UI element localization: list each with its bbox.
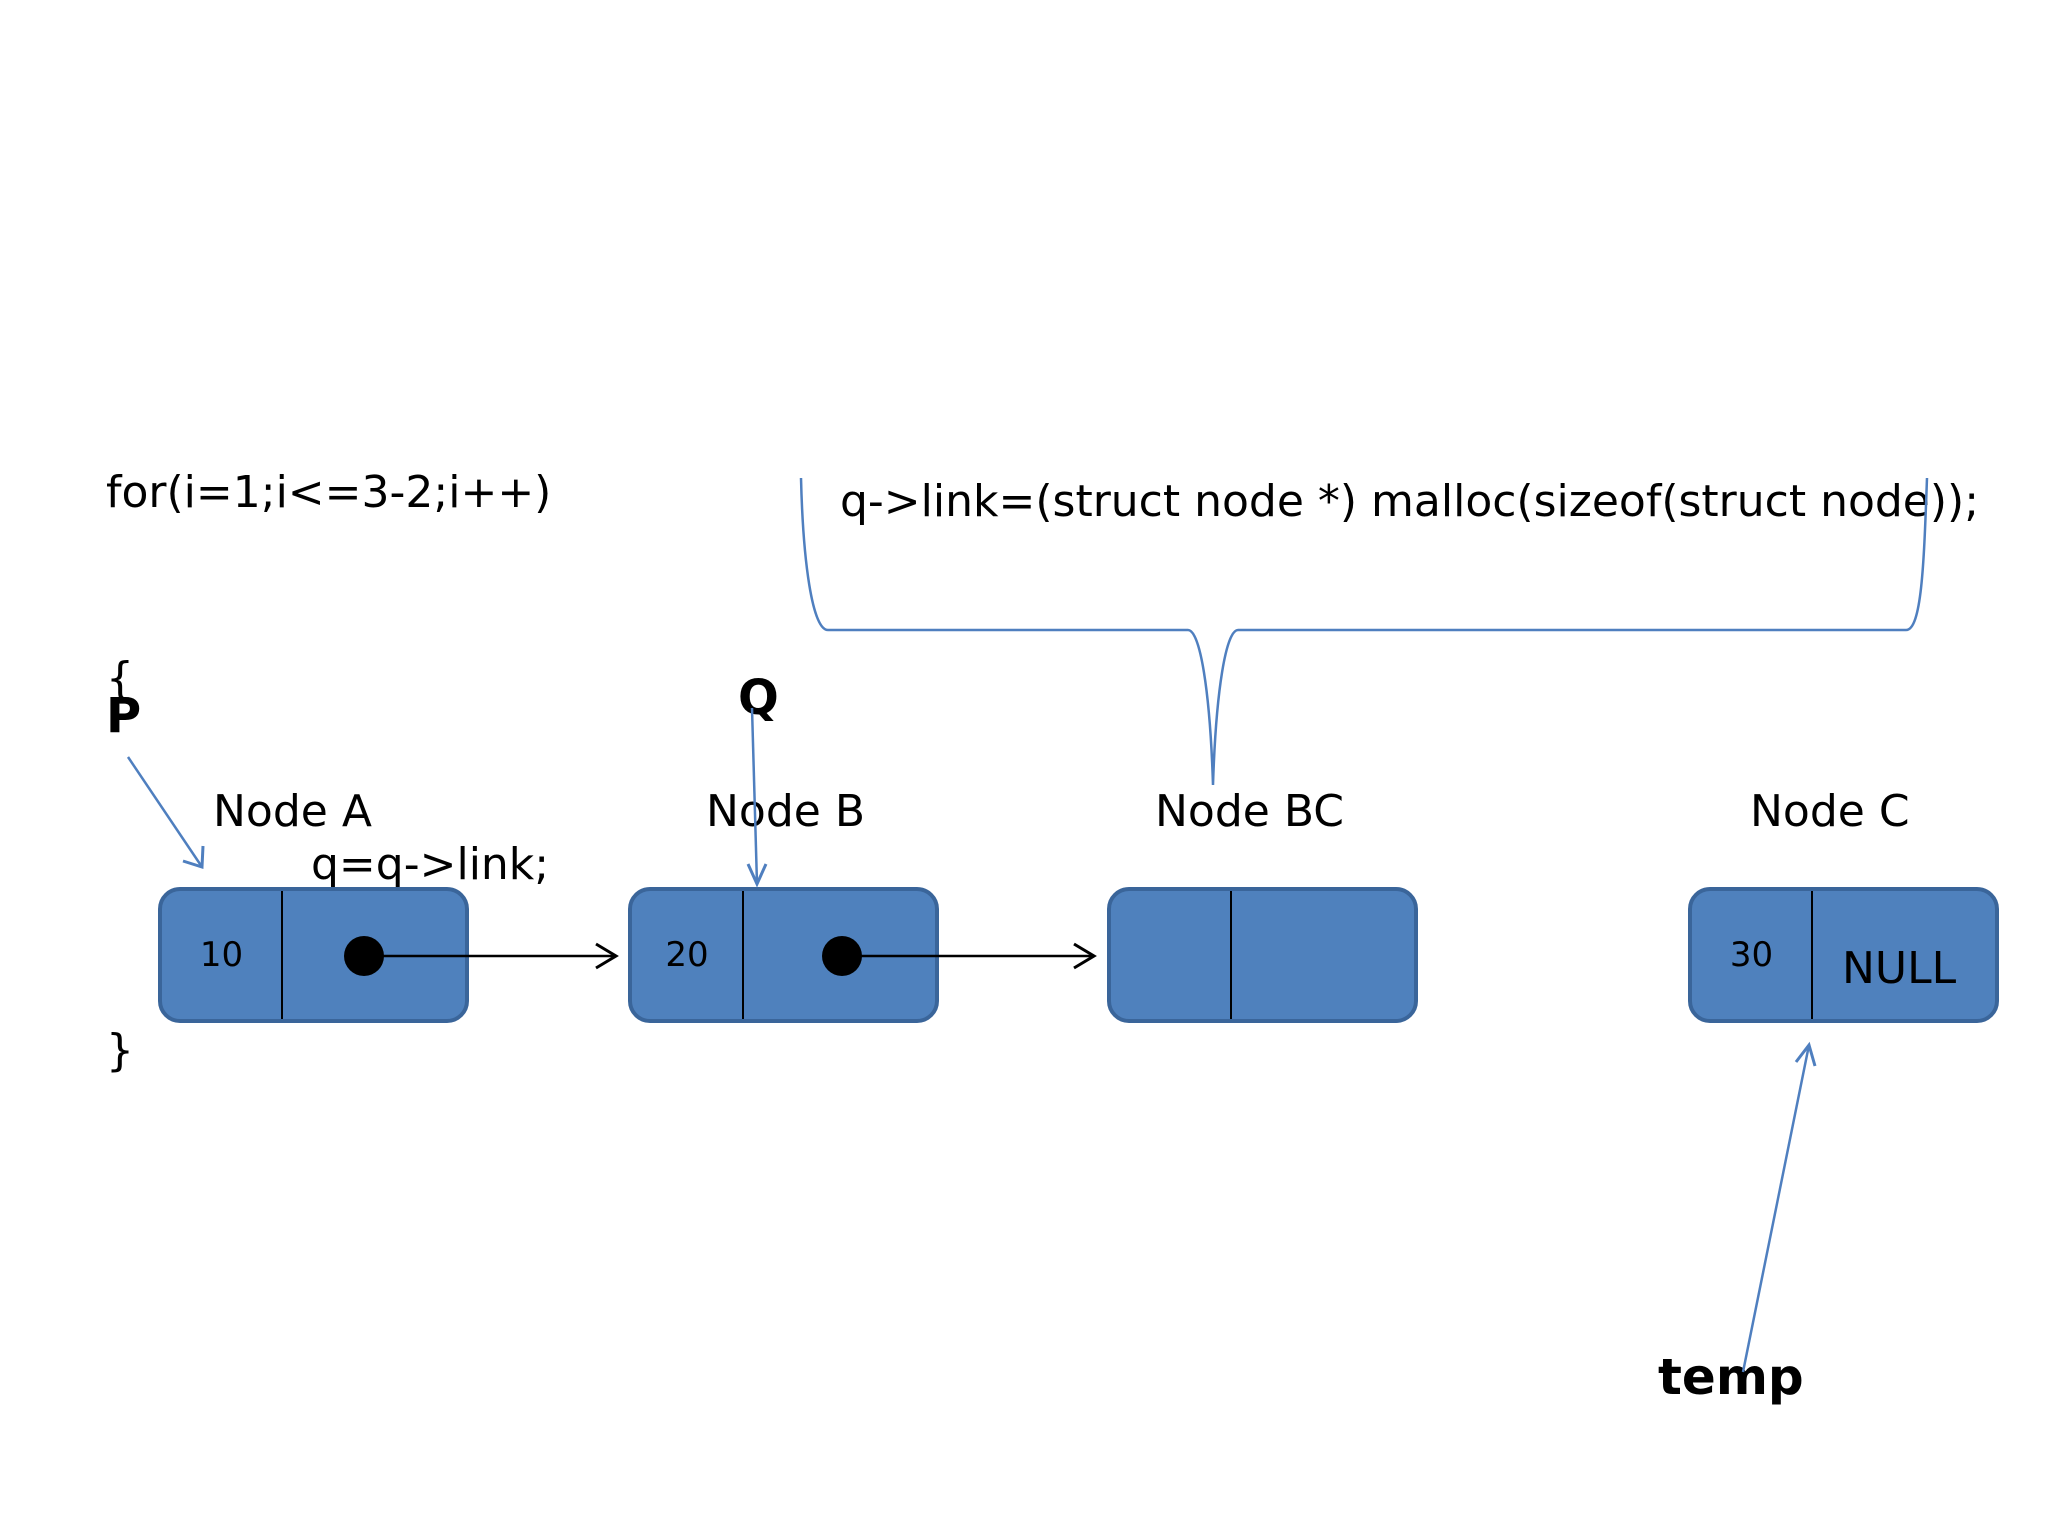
node-b-box: 20 [628,887,939,1023]
node-a-divider [281,891,283,1019]
code-line-close-brace: } [106,1025,134,1076]
node-c-divider [1811,891,1813,1019]
pointer-label-p: P [106,688,142,744]
code-line-q-advance: q=q->link; [311,839,550,890]
pointer-label-q: Q [738,670,779,726]
node-c-box: 30 NULL [1688,887,1999,1023]
code-line-open-brace: { [106,653,134,704]
node-b-data: 20 [665,935,709,975]
node-a-label: Node A [213,786,372,837]
temp-pointer-arrow [1741,1041,1817,1373]
code-block: for(i=1;i<=3-2;i++) { q=q->link; } [106,338,551,1206]
pointer-label-temp: temp [1658,1348,1804,1406]
node-c-data: 30 [1729,935,1774,975]
node-bc-divider [1230,891,1232,1019]
node-b-label: Node B [706,786,866,837]
node-bc-box [1107,887,1418,1023]
node-bc-label: Node BC [1155,786,1344,837]
node-a-data: 10 [199,935,244,975]
malloc-statement: q->link=(struct node *) malloc(sizeof(st… [840,476,1980,527]
node-a-box: 10 [158,887,469,1023]
node-c-label: Node C [1750,786,1910,837]
node-b-divider [742,891,744,1019]
code-line-for: for(i=1;i<=3-2;i++) [106,467,552,518]
node-c-null-link: NULL [1842,943,1957,994]
